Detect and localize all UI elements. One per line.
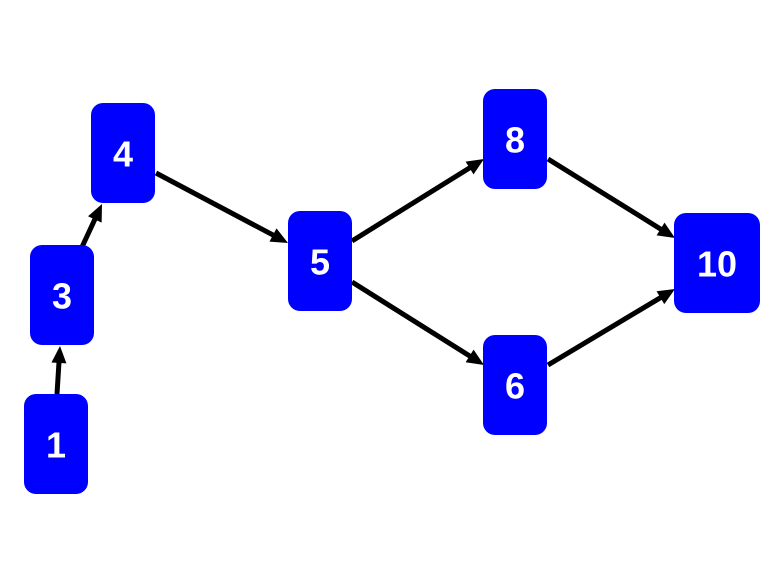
- edge-line: [350, 164, 473, 244]
- arrowhead-icon: [51, 346, 67, 364]
- node-6: 6: [483, 335, 547, 435]
- node-box: [30, 245, 94, 345]
- node-label: 5: [310, 242, 330, 283]
- arrowhead-icon: [656, 222, 675, 238]
- arrowhead-icon: [656, 289, 675, 305]
- edge-n5-to-n6: [350, 279, 484, 365]
- arrowhead-icon: [88, 204, 102, 223]
- arrowhead-icon: [465, 349, 484, 365]
- node-1: 1: [24, 394, 88, 494]
- node-label: 8: [505, 120, 525, 161]
- node-label: 3: [52, 276, 72, 317]
- node-label: 6: [505, 366, 525, 407]
- edge-n8-to-n10: [546, 156, 675, 238]
- node-label: 10: [697, 244, 737, 285]
- edge-line: [54, 360, 62, 395]
- edge-line: [154, 170, 276, 239]
- node-8: 8: [483, 89, 547, 189]
- edge-n1-to-n3: [51, 346, 67, 395]
- arrowhead-icon: [465, 159, 484, 175]
- node-box: [24, 394, 88, 494]
- edges-layer: [51, 156, 675, 395]
- node-label: 1: [46, 425, 66, 466]
- edge-line: [79, 216, 98, 249]
- nodes-layer: 1 3 4 5 8 6 10: [24, 89, 760, 494]
- node-4: 4: [91, 103, 155, 203]
- node-5: 5: [288, 211, 352, 311]
- edge-n3-to-n4: [79, 204, 102, 249]
- node-3: 3: [30, 245, 94, 345]
- node-box: [288, 211, 352, 311]
- node-10: 10: [674, 213, 760, 313]
- edge-n4-to-n5: [154, 170, 288, 243]
- node-label: 4: [113, 134, 133, 175]
- node-box: [483, 89, 547, 189]
- arrowhead-icon: [269, 228, 288, 243]
- edge-line: [546, 294, 664, 368]
- edge-line: [350, 279, 473, 360]
- edge-line: [546, 156, 664, 233]
- edge-n6-to-n10: [546, 289, 675, 368]
- node-box: [91, 103, 155, 203]
- edge-n5-to-n8: [350, 159, 484, 244]
- node-box: [483, 335, 547, 435]
- node-box: [674, 213, 760, 313]
